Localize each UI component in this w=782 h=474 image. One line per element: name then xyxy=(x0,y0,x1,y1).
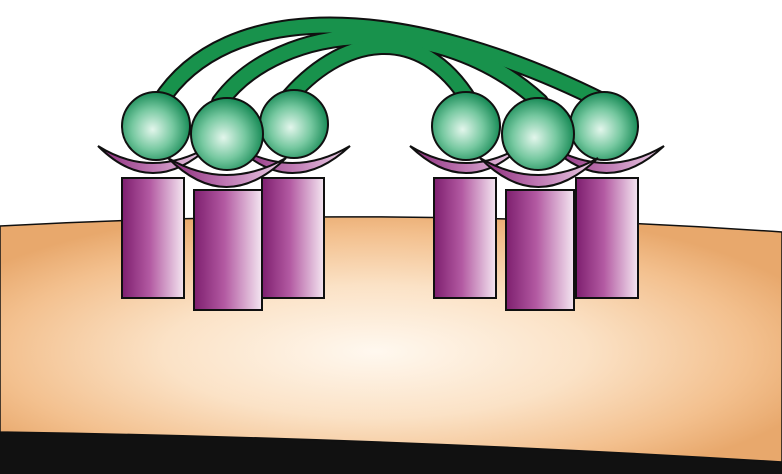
ligand-head xyxy=(191,98,263,170)
receptor-stalk xyxy=(434,178,496,298)
receptor-stalk xyxy=(122,178,184,298)
receptor-stalk xyxy=(194,190,262,310)
right-receptor-cluster xyxy=(410,92,664,310)
ligand-head xyxy=(260,90,328,158)
receptor-stalk xyxy=(506,190,574,310)
cell-membrane xyxy=(0,217,782,474)
receptor-stalk xyxy=(576,178,638,298)
ligand-head xyxy=(122,92,190,160)
ligand-head xyxy=(570,92,638,160)
ligand-head xyxy=(432,92,500,160)
membrane-surface xyxy=(0,217,782,462)
receptor-stalk xyxy=(262,178,324,298)
ligand-head xyxy=(502,98,574,170)
left-receptor-cluster xyxy=(98,90,350,310)
